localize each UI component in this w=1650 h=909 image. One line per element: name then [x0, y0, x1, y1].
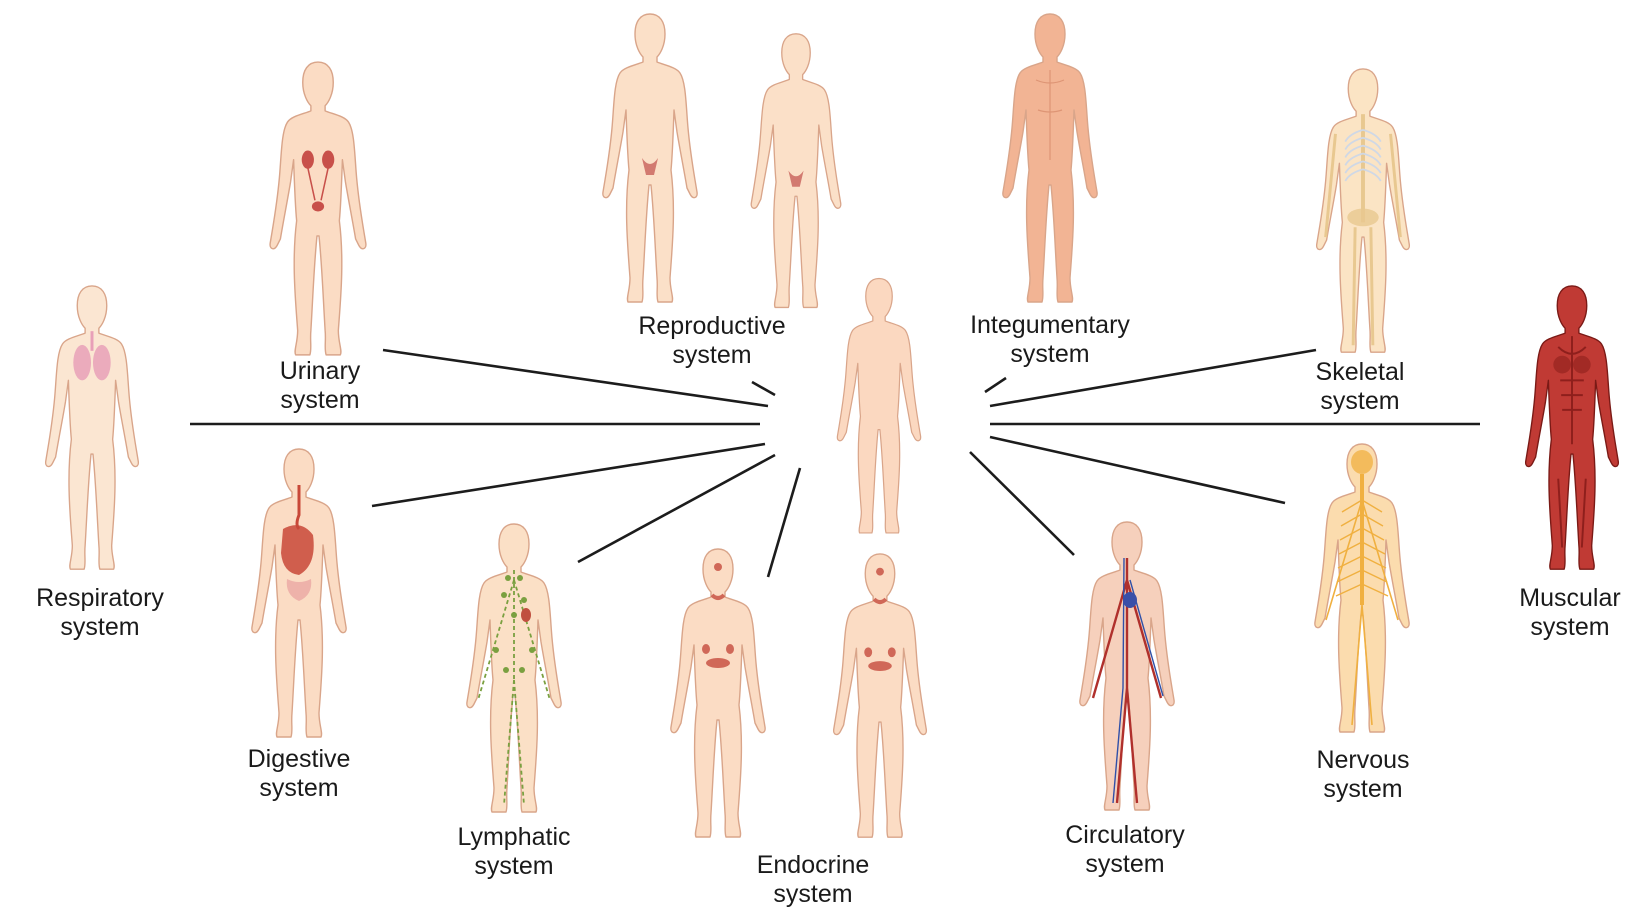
- connector-lines: [190, 350, 1480, 577]
- reproductive-figure-2: [751, 34, 841, 308]
- endocrine-figure-2: [834, 554, 927, 837]
- muscular-figure: [1526, 286, 1619, 569]
- connector-line-circulatory: [970, 452, 1074, 555]
- nervous-figure: [1315, 444, 1409, 732]
- endocrine-figure: [671, 549, 765, 837]
- connector-line-digestive: [372, 444, 765, 506]
- connector-line-reproductive: [752, 382, 775, 395]
- skeletal-figure: [1317, 69, 1410, 352]
- urinary-figure: [270, 62, 366, 355]
- integumentary-figure: [1003, 14, 1097, 302]
- center-body-figure: [837, 279, 920, 533]
- connector-line-endocrine: [768, 468, 800, 577]
- circulatory-figure: [1080, 522, 1174, 810]
- reproductive-figure: [603, 14, 697, 302]
- connector-line-integumentary: [985, 378, 1006, 392]
- body-figures: [46, 14, 1619, 837]
- respiratory-figure: [46, 286, 139, 569]
- lymphatic-figure: [467, 524, 561, 812]
- connector-line-lymphatic: [578, 455, 775, 562]
- digestive-figure: [252, 449, 346, 737]
- connector-line-nervous: [990, 437, 1285, 503]
